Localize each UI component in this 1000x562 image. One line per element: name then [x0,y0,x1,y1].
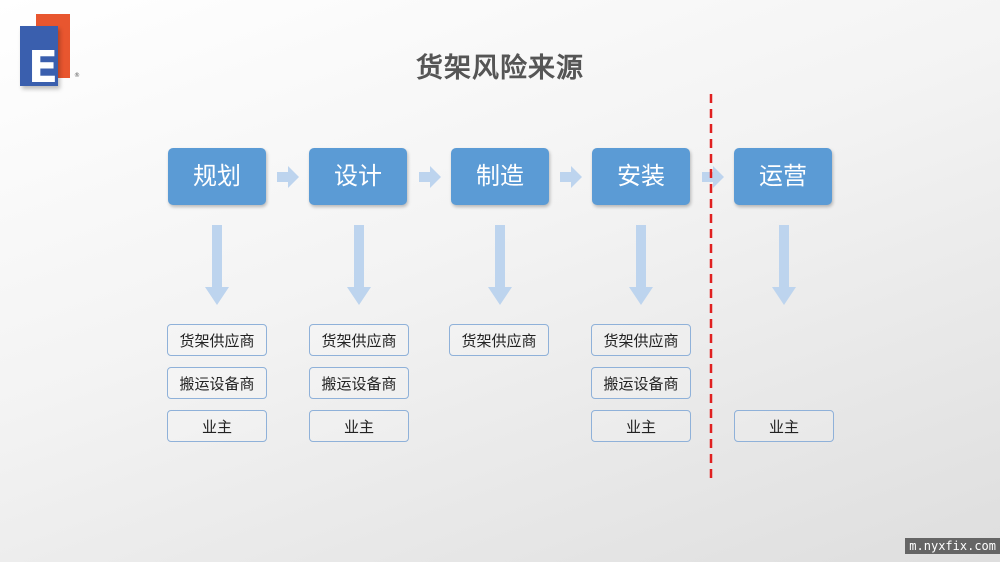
watermark: m.nyxfix.com [905,538,1000,554]
stage-design: 设计 [309,148,407,205]
down-arrow-1 [205,225,229,305]
logo-letter: E [28,42,59,93]
flow-arrow-4 [702,166,724,188]
party-box-planning-1: 货架供应商 [167,324,267,356]
down-arrow-5 [772,225,796,305]
down-arrow-4 [629,225,653,305]
party-box-design-1: 货架供应商 [309,324,409,356]
party-box-installation-3: 业主 [591,410,691,442]
party-box-planning-3: 业主 [167,410,267,442]
party-box-operation-3: 业主 [734,410,834,442]
logo-blue-block: E [20,26,58,92]
party-box-design-2: 搬运设备商 [309,367,409,399]
phase-divider-line [709,94,713,484]
party-box-installation-2: 搬运设备商 [591,367,691,399]
flow-arrow-2 [419,166,441,188]
party-box-manufacturing-1: 货架供应商 [449,324,549,356]
logo-registered-mark: ® [74,72,80,79]
party-box-design-3: 业主 [309,410,409,442]
page-title: 货架风险来源 [416,53,584,84]
party-box-installation-1: 货架供应商 [591,324,691,356]
logo: E ® [20,14,80,92]
flow-arrow-1 [277,166,299,188]
party-box-planning-2: 搬运设备商 [167,367,267,399]
stage-operation: 运营 [734,148,832,205]
stage-planning: 规划 [168,148,266,205]
down-arrow-2 [347,225,371,305]
stage-installation: 安装 [592,148,690,205]
stage-manufacturing: 制造 [451,148,549,205]
flow-arrow-3 [560,166,582,188]
down-arrow-3 [488,225,512,305]
